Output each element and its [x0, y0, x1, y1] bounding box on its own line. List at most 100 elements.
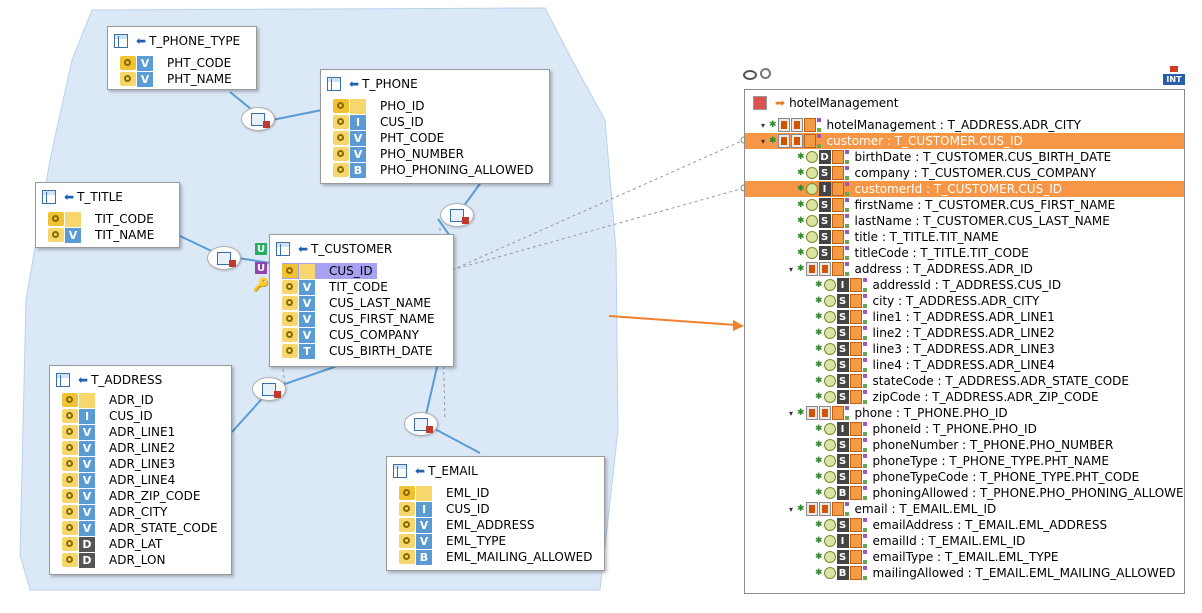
status-icon: [844, 406, 849, 420]
table-node-icon: [818, 262, 831, 276]
join-icon: [217, 251, 236, 267]
expand-toggle-icon[interactable]: ▾: [788, 504, 793, 514]
tree-node[interactable]: ▾✱email : T_EMAIL.EML_ID: [745, 501, 996, 517]
mapping-icon: [849, 422, 862, 436]
mandatory-icon: ✱: [797, 504, 805, 514]
column-icon: [62, 521, 78, 535]
entity-column[interactable]: TIT_CODE: [48, 211, 158, 227]
column-type-icon: V: [299, 327, 315, 343]
relationship-link-node[interactable]: [252, 377, 286, 401]
mapping-icon: [849, 550, 862, 564]
tree-root[interactable]: ➡ hotelManagement: [753, 95, 898, 111]
column-type-icon: I: [416, 501, 432, 517]
search-icon[interactable]: [760, 68, 771, 79]
entity-column[interactable]: EML_ID: [399, 485, 493, 501]
expand-toggle-icon[interactable]: ▾: [760, 120, 765, 130]
toolbar-view-icon[interactable]: [743, 70, 757, 80]
mapping-tree-panel[interactable]: ➡ hotelManagement ▾✱hotelManagement : T_…: [744, 89, 1185, 594]
tree-node[interactable]: ▾✱address : T_ADDRESS.ADR_ID: [745, 261, 1033, 277]
entity-column[interactable]: ADR_ID: [62, 392, 158, 408]
type-letter-icon: D: [818, 150, 831, 164]
relationship-link-node[interactable]: [207, 246, 241, 270]
column-label: ADR_LINE3: [109, 457, 176, 471]
integration-icon[interactable]: INT: [1163, 66, 1185, 86]
expand-toggle-icon[interactable]: ▾: [788, 408, 793, 418]
mapping-icon: [849, 566, 862, 580]
expand-toggle-icon[interactable]: ▾: [760, 136, 765, 146]
entity-column[interactable]: PHO_ID: [333, 98, 428, 114]
relationship-link-node[interactable]: [440, 203, 474, 227]
attribute-icon: [823, 567, 836, 579]
entity-column[interactable]: CUS_ID: [282, 263, 377, 279]
arrow-left-icon: ⬅: [64, 190, 75, 204]
tree-node[interactable]: ▾✱phone : T_PHONE.PHO_ID: [745, 405, 1008, 421]
node-icons: ✱S: [815, 390, 869, 404]
tree-node[interactable]: ▾✱customer : T_CUSTOMER.CUS_ID: [745, 133, 1184, 149]
expand-toggle-icon[interactable]: ▾: [788, 264, 793, 274]
relationship-link-node[interactable]: [241, 107, 275, 131]
tree-node[interactable]: ▾✱hotelManagement : T_ADDRESS.ADR_CITY: [745, 117, 1081, 133]
mandatory-icon: ✱: [815, 280, 823, 290]
status-icon: [862, 390, 867, 404]
relationship-link-node[interactable]: [404, 412, 438, 436]
column-type-icon: V: [79, 488, 95, 504]
status-icon: [862, 358, 867, 372]
